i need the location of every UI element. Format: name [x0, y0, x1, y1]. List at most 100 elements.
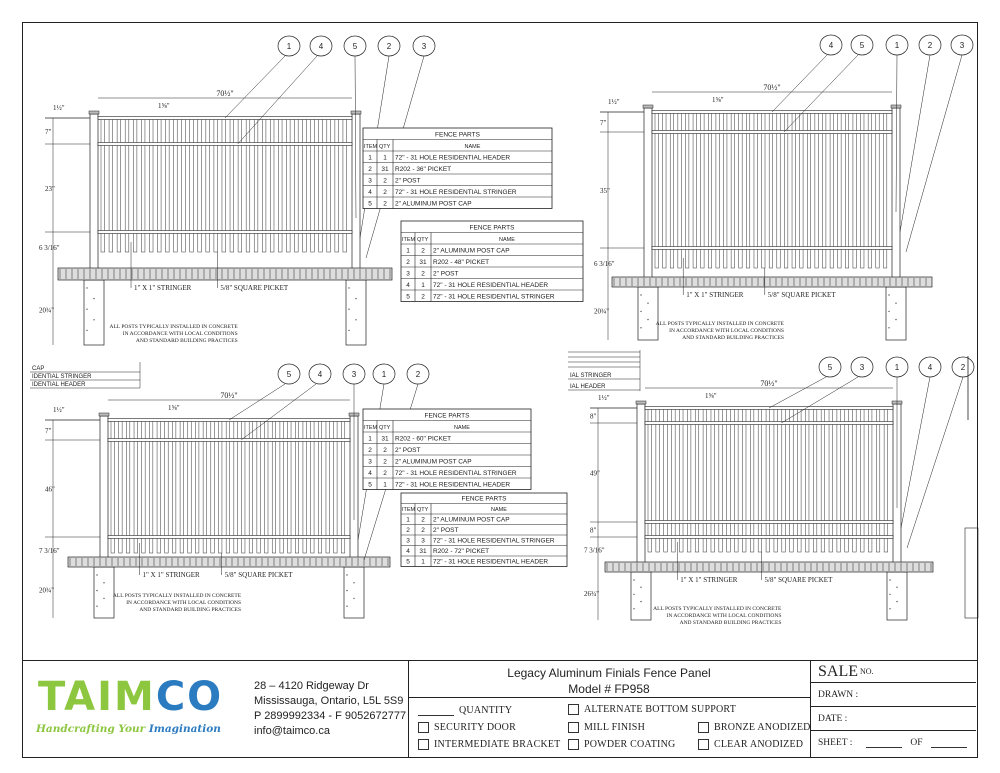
table-header: NAME	[499, 237, 515, 243]
table-cell-qty: 2	[383, 178, 387, 185]
concrete-dot	[348, 308, 350, 310]
table-cell-qty: 2	[383, 189, 387, 196]
logo-tagline: Handcrafting Your Imagination	[36, 723, 221, 735]
callout-number: 2	[387, 42, 392, 51]
table-cell-item: 1	[406, 248, 410, 255]
company-info: TAIMCO Handcrafting Your Imagination 28 …	[22, 661, 409, 757]
picket	[789, 407, 794, 553]
dimension-height: 8"	[590, 413, 597, 421]
concrete-dot	[103, 582, 105, 584]
picket	[715, 111, 720, 269]
option-powder-coating[interactable]: POWDER COATING	[568, 739, 675, 750]
concrete-dot	[888, 310, 890, 313]
rail	[107, 438, 351, 442]
checkbox-icon[interactable]	[418, 739, 429, 750]
installation-note: IN ACCORDANCE WITH LOCAL CONDITIONS	[126, 600, 241, 606]
leader-line	[900, 376, 931, 529]
picket	[692, 111, 697, 269]
picket	[738, 111, 743, 269]
option-intermediate-bracket[interactable]: INTERMEDIATE BRACKET	[418, 739, 561, 750]
picket	[799, 111, 804, 269]
concrete-dot	[355, 297, 357, 300]
sheet-field[interactable]: SHEET :OF	[810, 731, 976, 755]
quantity-field[interactable]: QUANTITY	[418, 705, 512, 716]
rail	[644, 535, 894, 539]
table-cell-item: 3	[406, 538, 410, 545]
concrete-dot	[355, 319, 357, 321]
callout-bubble	[819, 34, 843, 56]
option-bronze-anodized[interactable]: BRONZE ANODIZED	[698, 722, 811, 733]
installation-note: IN ACCORDANCE WITH LOCAL CONDITIONS	[669, 328, 784, 334]
date-field[interactable]: DATE :	[810, 707, 976, 731]
drawn-field[interactable]: DRAWN :	[810, 683, 976, 707]
checkbox-icon[interactable]	[698, 739, 709, 750]
picket	[845, 111, 849, 269]
dimension-height: 46"	[45, 486, 55, 494]
table-cell-name: 72" - 31 HOLE RESIDENTIAL STRINGER	[395, 189, 517, 196]
dimension-ground: 20¾"	[594, 308, 609, 316]
concrete-dot	[640, 327, 642, 329]
leader-line	[783, 54, 859, 133]
dimension-height: 49"	[590, 470, 600, 478]
leader-line	[781, 376, 859, 424]
callout-number: 1	[895, 363, 900, 372]
installation-note: IN ACCORDANCE WITH LOCAL CONDITIONS	[123, 331, 238, 337]
table-cell-item: 4	[368, 189, 372, 196]
picket	[708, 111, 712, 269]
table-cell-name: 72" - 31 HOLE RESIDENTIAL HEADER	[433, 559, 548, 566]
table-cell-item: 5	[406, 294, 410, 301]
picket	[860, 111, 865, 269]
table-header: ITEM	[402, 237, 416, 243]
concrete-dot	[896, 600, 898, 603]
table-header: ITEM	[364, 425, 378, 431]
fragment-text: IDENTIAL HEADER	[32, 382, 86, 388]
fragment-text: CAP	[32, 366, 44, 372]
option-alternate-bottom-support[interactable]: ALTERNATE BOTTOM SUPPORT	[568, 704, 736, 715]
picket	[837, 111, 842, 269]
post	[643, 107, 653, 288]
drawing-title-area: Legacy Aluminum Finials Fence Panel Mode…	[408, 661, 811, 757]
callout-number: 2	[416, 370, 421, 379]
checkbox-icon[interactable]	[698, 722, 709, 733]
option-mill-finish[interactable]: MILL FINISH	[568, 722, 645, 733]
table-border	[400, 220, 584, 302]
picket	[776, 111, 781, 269]
table-border	[362, 408, 532, 490]
checkbox-icon[interactable]	[418, 722, 429, 733]
post	[89, 113, 99, 281]
concrete-footing	[886, 571, 908, 621]
dimension-picket-gap: 1⅝"	[168, 404, 180, 412]
fragment-text: IDENTIAL STRINGER	[32, 374, 92, 380]
checkbox-icon[interactable]	[568, 722, 579, 733]
table-header: QTY	[417, 237, 429, 243]
checkbox-icon[interactable]	[568, 704, 579, 715]
table-header: NAME	[454, 425, 470, 431]
picket	[813, 407, 818, 553]
table-header: NAME	[491, 507, 507, 513]
table-cell-name: R202 - 48" PICKET	[433, 259, 489, 266]
table-cell-item: 2	[368, 447, 372, 454]
picket	[814, 111, 819, 269]
callout-bubble	[850, 356, 874, 378]
table-cell-name: 72" - 31 HOLE RESIDENTIAL HEADER	[433, 282, 548, 289]
picket	[883, 111, 888, 269]
option-clear-anodized[interactable]: CLEAR ANODIZED	[698, 739, 803, 750]
picket	[852, 407, 857, 553]
picket	[768, 111, 773, 269]
leader-line	[905, 54, 963, 253]
leader-line	[899, 54, 931, 233]
checkbox-icon[interactable]	[568, 739, 579, 750]
concrete-dot	[86, 329, 88, 332]
table-cell-qty: 31	[381, 166, 389, 173]
picket	[694, 407, 700, 553]
concrete-dot	[346, 605, 348, 607]
concrete-dot	[895, 318, 897, 321]
table-cell-item: 2	[368, 166, 372, 173]
table-header: ITEM	[364, 144, 378, 150]
picket	[710, 407, 715, 553]
option-security-door[interactable]: SECURITY DOOR	[418, 722, 516, 733]
picket	[852, 111, 857, 269]
